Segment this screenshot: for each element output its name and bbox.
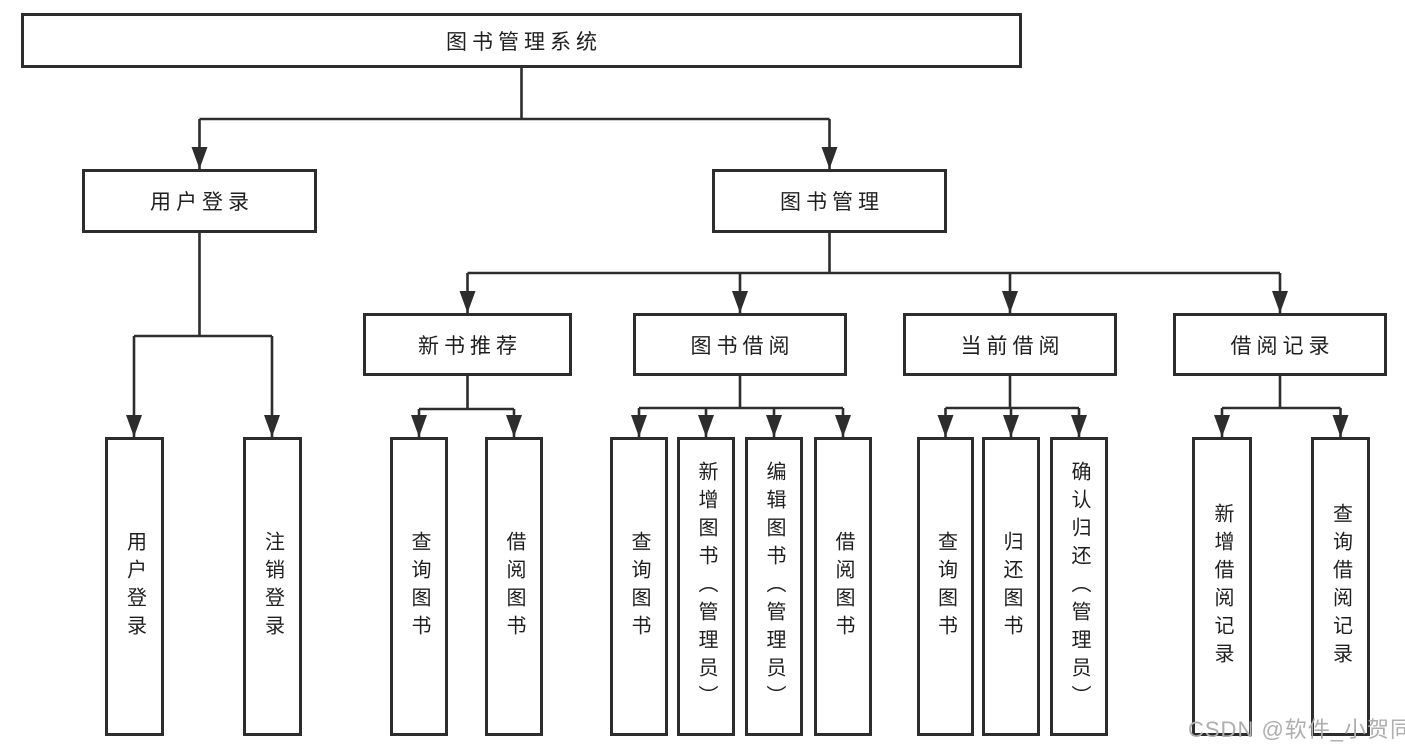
leaf-add-books-admin: 新增图书（管理员） [677,437,735,736]
leaf-user-login: 用户登录 [105,437,164,736]
leaf-add-books-admin-label: 新增图书（管理员） [695,460,717,713]
node-current-borrowing: 当前借阅 [903,313,1117,376]
node-borrowing-records: 借阅记录 [1173,313,1387,376]
leaf-borrow-books-label: 借阅图书 [832,530,854,643]
leaf-query-books-recommend: 查询图书 [390,437,448,736]
node-borrowing-records-label: 借阅记录 [1230,334,1335,358]
leaf-confirm-return-admin: 确认归还（管理员） [1050,437,1108,736]
leaf-add-borrow-record: 新增借阅记录 [1192,437,1252,736]
leaf-edit-books-admin-label: 编辑图书（管理员） [763,460,785,713]
node-book-management-label: 图书管理 [780,191,884,214]
leaf-borrow-books-recommend: 借阅图书 [485,437,543,736]
leaf-query-books-current-label: 查询图书 [934,530,957,643]
leaf-query-books-borrowing: 查询图书 [610,437,668,736]
leaf-add-borrow-record-label: 新增借阅记录 [1211,502,1233,671]
leaf-query-books-borrowing-label: 查询图书 [628,530,650,643]
leaf-borrow-books-recommend-label: 借阅图书 [503,530,525,643]
leaf-user-login-label: 用户登录 [123,530,146,643]
arrowhead-icons [126,147,1349,437]
leaf-edit-books-admin: 编辑图书（管理员） [745,437,803,736]
node-book-borrowing-label: 图书借阅 [690,334,795,358]
leaf-confirm-return-admin-label: 确认归还（管理员） [1068,460,1090,713]
leaf-return-books-label: 归还图书 [1000,530,1022,643]
node-book-borrowing: 图书借阅 [633,313,847,376]
node-user-login: 用户登录 [82,169,317,233]
csdn-watermark: CSDN @软件_小贺同学 [1188,717,1405,742]
leaf-query-borrow-record-label: 查询借阅记录 [1329,502,1352,671]
connector-lines [132,68,1342,437]
node-system-root-label: 图书管理系统 [446,30,602,54]
node-new-book-recommend: 新书推荐 [363,313,572,376]
leaf-logout: 注销登录 [243,437,302,736]
leaf-logout-label: 注销登录 [261,530,284,643]
node-new-book-recommend-label: 新书推荐 [418,334,522,358]
leaf-borrow-books: 借阅图书 [814,437,872,736]
leaf-query-books-current: 查询图书 [917,437,974,736]
node-system-root: 图书管理系统 [21,13,1022,68]
node-current-borrowing-label: 当前借阅 [960,334,1065,358]
node-user-login-label: 用户登录 [150,191,254,214]
leaf-query-borrow-record: 查询借阅记录 [1311,437,1370,736]
leaf-return-books: 归还图书 [982,437,1040,736]
leaf-query-books-recommend-label: 查询图书 [408,530,430,643]
node-book-management: 图书管理 [712,169,947,233]
